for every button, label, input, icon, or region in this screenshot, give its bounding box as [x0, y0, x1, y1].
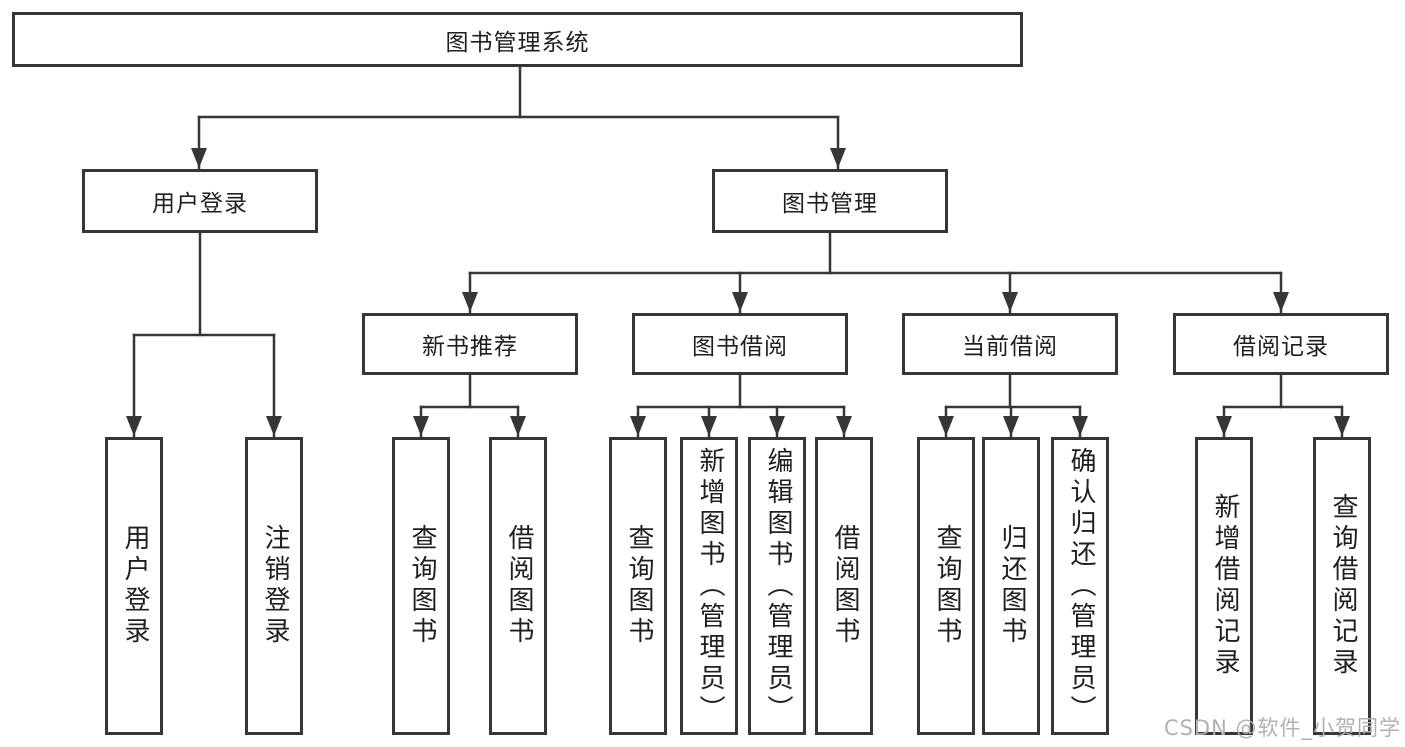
node-label: 确认归还（管理员） [1065, 446, 1096, 726]
leaf-records-add-record: 新增借阅记录 [1195, 437, 1253, 735]
node-label: 查询借阅记录 [1327, 493, 1358, 679]
connector-book-management-group [462, 231, 1289, 314]
node-label: 图书管理 [782, 191, 878, 217]
leaf-current-confirm-return-admin: 确认归还（管理员） [1051, 437, 1109, 735]
node-label: 查询图书 [623, 524, 654, 648]
node-label: 新增借阅记录 [1209, 493, 1240, 679]
node-borrowing-records: 借阅记录 [1173, 313, 1389, 375]
node-label: 查询图书 [931, 524, 962, 648]
node-current-borrowing: 当前借阅 [902, 313, 1118, 375]
node-label: 编辑图书（管理员） [762, 446, 793, 726]
node-user-login: 用户登录 [82, 169, 318, 233]
leaf-borrowing-add-books-admin: 新增图书（管理员） [680, 437, 738, 735]
node-label: 图书借阅 [692, 334, 788, 360]
leaf-user-login: 用户登录 [105, 437, 163, 735]
connector-root-to-level2 [191, 64, 846, 170]
node-label: 用户登录 [152, 191, 248, 217]
node-new-book-recommend: 新书推荐 [362, 313, 578, 375]
node-book-borrowing: 图书借阅 [632, 313, 848, 375]
leaf-borrowing-borrow-books: 借阅图书 [815, 437, 873, 735]
connector-borrowing-records-group [1216, 373, 1350, 438]
node-label: 归还图书 [996, 524, 1027, 648]
leaf-recommend-query-books: 查询图书 [392, 437, 450, 735]
csdn-watermark: CSDN @软件_小贺同学 [1163, 716, 1401, 740]
connector-user-login-group [126, 231, 282, 438]
node-label: 借阅图书 [829, 524, 860, 648]
node-label: 借阅记录 [1233, 334, 1329, 360]
leaf-logout: 注销登录 [245, 437, 303, 735]
node-label: 查询图书 [406, 524, 437, 648]
node-book-management: 图书管理 [712, 169, 948, 233]
leaf-borrowing-query-books: 查询图书 [609, 437, 667, 735]
leaf-recommend-borrow-books: 借阅图书 [489, 437, 547, 735]
node-library-system: 图书管理系统 [12, 12, 1023, 67]
leaf-current-return-books: 归还图书 [982, 437, 1040, 735]
node-label: 注销登录 [259, 524, 290, 648]
leaf-records-query-record: 查询借阅记录 [1313, 437, 1371, 735]
connector-current-borrowing-group [938, 373, 1088, 438]
node-label: 当前借阅 [962, 334, 1058, 360]
node-label: 图书管理系统 [445, 29, 590, 56]
node-label: 新书推荐 [422, 334, 518, 360]
connector-new-book-recommend-group [413, 373, 526, 438]
leaf-current-query-books: 查询图书 [917, 437, 975, 735]
node-label: 借阅图书 [503, 524, 534, 648]
leaf-borrowing-edit-books-admin: 编辑图书（管理员） [748, 437, 806, 735]
node-label: 新增图书（管理员） [694, 446, 725, 726]
node-label: 用户登录 [119, 524, 150, 648]
connector-book-borrowing-group [630, 373, 852, 438]
